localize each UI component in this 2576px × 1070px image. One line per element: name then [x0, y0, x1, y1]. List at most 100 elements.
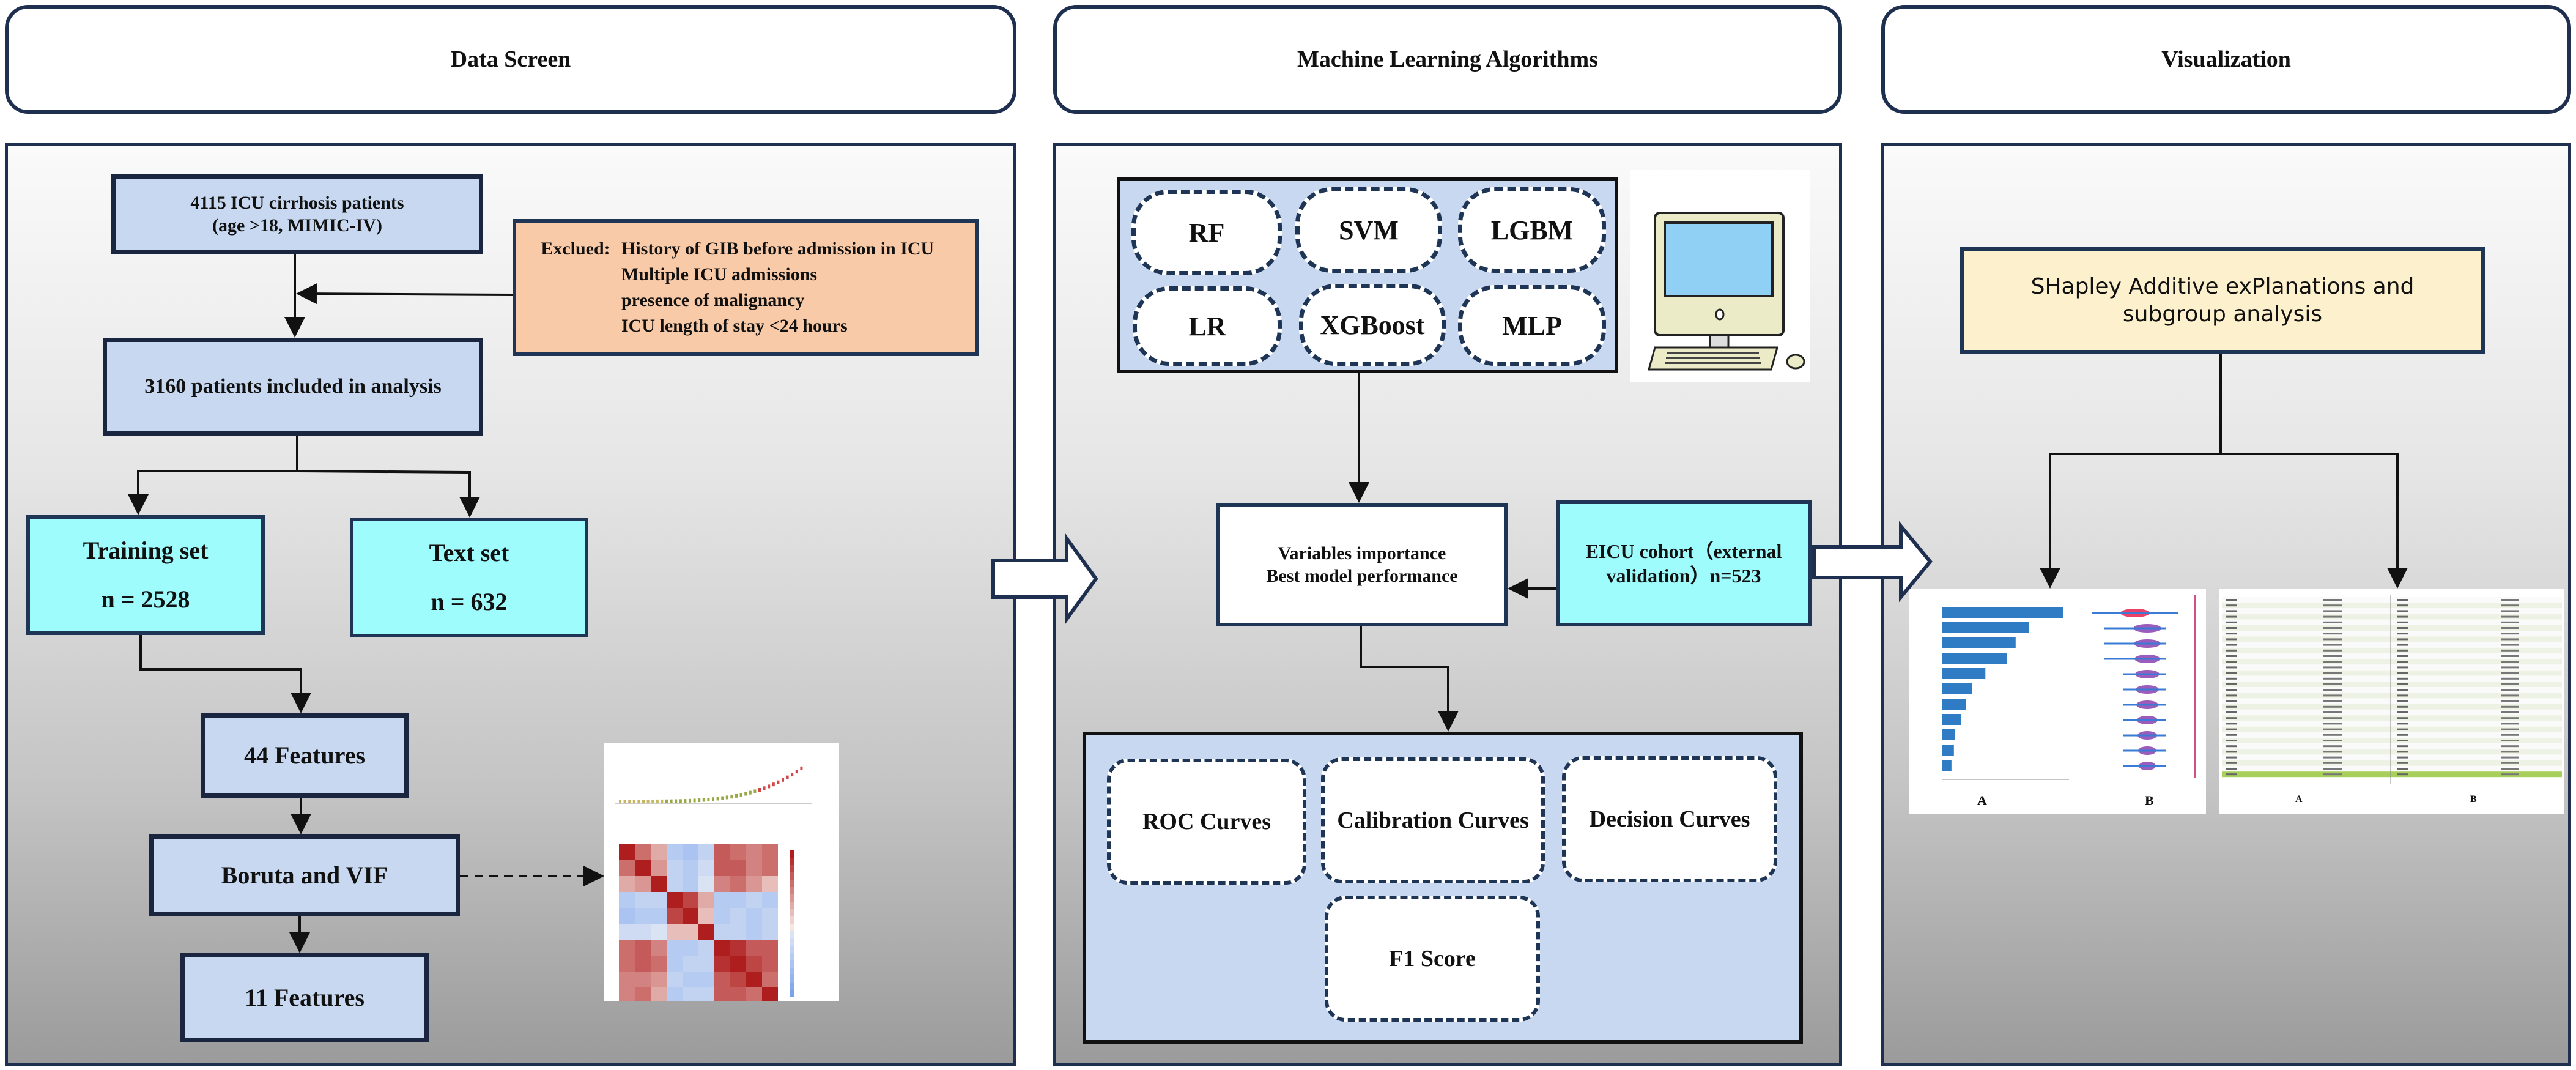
boruta-mark: [656, 799, 659, 803]
table-cell-mark: [2323, 638, 2342, 641]
table-cell-mark: [2397, 756, 2408, 759]
table-cell-mark: [2397, 762, 2408, 764]
table-cell-mark: [2323, 644, 2342, 646]
heatmap-cell: [698, 844, 714, 860]
table-cell-mark: [2226, 633, 2237, 635]
table-cell-mark: [2323, 649, 2342, 652]
features-11-box: 11 Features: [180, 953, 429, 1042]
table-cell-mark: [2226, 649, 2237, 652]
table-cell-mark: [2323, 745, 2342, 748]
table-cell-mark: [2323, 615, 2342, 618]
table-row: [2222, 710, 2562, 715]
shap-beeswarm: [2092, 595, 2196, 778]
table-cell-mark: [2397, 751, 2408, 753]
table-cell-mark: [2226, 689, 2237, 691]
heatmap-cell: [714, 892, 730, 908]
heatmap-cell: [746, 956, 762, 972]
table-cell-mark: [2501, 705, 2519, 708]
table-row: [2222, 771, 2562, 778]
table-cell-mark: [2501, 773, 2519, 776]
subgroup-forest-table-image: [2222, 595, 2562, 784]
table-cell-mark: [2323, 734, 2342, 736]
heatmap-cell: [635, 956, 651, 972]
heatmap-cell: [698, 987, 714, 1003]
table-row: [2222, 670, 2562, 676]
heatmap-cell: [683, 876, 698, 892]
boruta-mark: [735, 793, 738, 798]
cohort-line2: (age >18, MIMIC-IV): [212, 215, 382, 236]
cohort-line1: 4115 ICU cirrhosis patients: [190, 192, 404, 213]
model-mlp-label: MLP: [1502, 310, 1562, 341]
table-row: [2222, 766, 2562, 771]
boruta-mark: [772, 782, 775, 787]
header-ml-title: Machine Learning Algorithms: [1297, 46, 1598, 72]
table-cell-mark: [2323, 604, 2342, 607]
table-row: [2222, 704, 2562, 710]
header-visualization-title: Visualization: [2161, 46, 2291, 72]
heatmap-cell: [762, 844, 778, 860]
table-row: [2222, 647, 2562, 653]
heatmap-cell: [651, 924, 667, 940]
boruta-mark: [739, 793, 742, 797]
heatmap-cell: [698, 860, 714, 876]
heatmap-cell: [683, 924, 698, 940]
table-row: [2222, 625, 2562, 631]
heatmap-cell: [635, 987, 651, 1003]
shap-plots-image: [1942, 595, 2196, 780]
shap-line2: subgroup analysis: [2122, 302, 2323, 327]
table-cell-mark: [2397, 655, 2408, 657]
features-44-box: 44 Features: [201, 713, 409, 798]
heatmap-cell: [698, 908, 714, 924]
table-row: [2222, 603, 2562, 609]
table-cell-mark: [2501, 649, 2519, 652]
table-cell-mark: [2226, 638, 2237, 641]
heatmap-cell: [730, 924, 746, 940]
table-cell-mark: [2501, 599, 2519, 601]
heatmap-cell: [746, 987, 762, 1003]
boruta-mark: [758, 788, 761, 792]
heatmap-cell: [619, 972, 635, 987]
computer-icon: [1630, 170, 1810, 382]
table-cell-mark: [2501, 762, 2519, 764]
heatmap-cell: [619, 956, 635, 972]
shap-bar: [1942, 653, 2007, 664]
shap-subgroup-box: SHapley Additive exPlanations and subgro…: [1960, 247, 2485, 354]
heatmap-colorbar-segment: [790, 850, 794, 858]
training-set-n: n = 2528: [101, 585, 190, 613]
table-cell-mark: [2397, 672, 2408, 674]
boruta-mark: [721, 796, 724, 800]
table-cell-mark: [2397, 734, 2408, 736]
heatmap-cell: [683, 908, 698, 924]
table-row: [2222, 715, 2562, 721]
heatmap-colorbar-segment: [790, 946, 794, 953]
table-cell-mark: [2397, 666, 2408, 669]
heatmap-colorbar-segment: [790, 865, 794, 872]
heatmap-cell: [683, 892, 698, 908]
correlation-heatmap: [619, 844, 794, 1003]
heatmap-cell: [683, 956, 698, 972]
model-svm-label: SVM: [1339, 215, 1399, 245]
heatmap-cell: [762, 987, 778, 1003]
heatmap-colorbar-segment: [790, 924, 794, 931]
shap-bar: [1942, 760, 1952, 771]
heatmap-colorbar-segment: [790, 872, 794, 880]
table-cell-mark: [2397, 604, 2408, 607]
heatmap-cell: [651, 972, 667, 987]
boruta-mark: [782, 778, 784, 782]
table-cell-mark: [2501, 711, 2519, 713]
heatmap-cell: [667, 924, 683, 940]
boruta-mark: [619, 800, 621, 803]
heatmap-cell: [683, 987, 698, 1003]
heatmap-cell: [762, 876, 778, 892]
table-cell-mark: [2397, 705, 2408, 708]
boruta-mark: [632, 799, 635, 803]
table-cell-mark: [2397, 745, 2408, 748]
table-cell-mark: [2501, 621, 2519, 623]
heatmap-colorbar-segment: [790, 887, 794, 894]
table-cell-mark: [2397, 610, 2408, 612]
heatmap-cell: [746, 908, 762, 924]
heatmap-colorbar-segment: [790, 931, 794, 938]
boruta-mark: [684, 799, 687, 803]
table-cell-mark: [2501, 661, 2519, 663]
exclusion-row: ICU length of stay <24 hours: [530, 313, 848, 339]
